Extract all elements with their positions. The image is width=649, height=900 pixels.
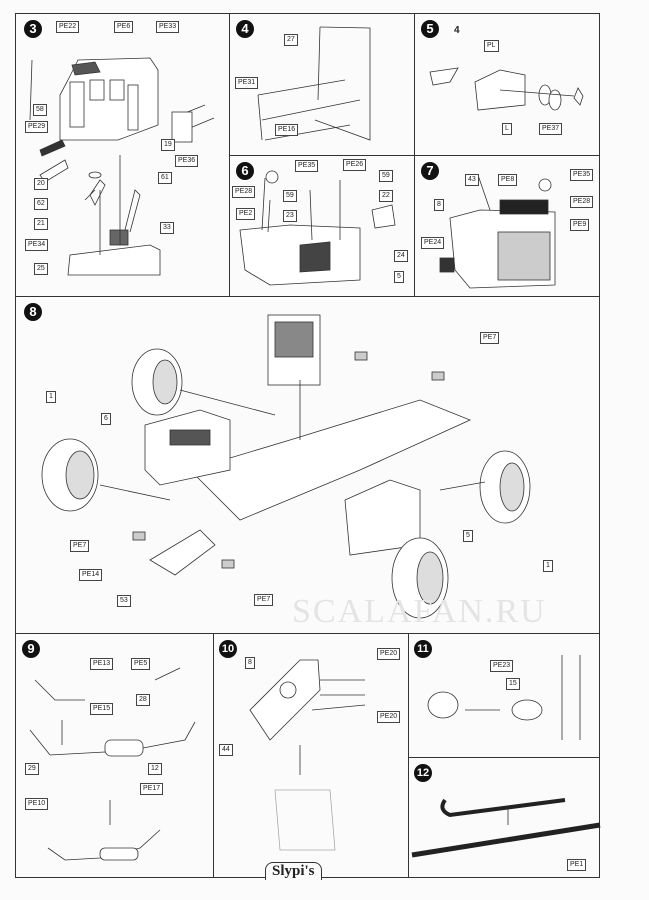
- part-label: 6: [101, 413, 111, 425]
- watermark: SCALAFAN.RU: [292, 593, 547, 630]
- engine-cover-drawing: [239, 170, 396, 286]
- part-label: 61: [158, 172, 172, 184]
- part-label: 20: [34, 178, 48, 190]
- part-label: 19: [161, 139, 175, 151]
- part-label: 33: [160, 222, 174, 234]
- part-label: PE6: [114, 21, 134, 33]
- part-label: PE10: [25, 798, 49, 810]
- part-label: PE17: [140, 783, 164, 795]
- part-label: 1: [543, 560, 553, 572]
- part-label: 8: [245, 657, 255, 669]
- part-label: PE34: [25, 239, 49, 251]
- part-label: PE7: [254, 594, 274, 606]
- part-label: PE20: [377, 711, 401, 723]
- chassis-drawing: [41, 314, 531, 619]
- part-label: PE33: [156, 21, 180, 33]
- part-label: PL: [484, 40, 499, 52]
- part-label: 21: [34, 218, 48, 230]
- part-label: 29: [25, 763, 39, 775]
- part-label: 22: [379, 190, 393, 202]
- step-10-badge: 10: [219, 640, 237, 658]
- step-4-badge: 4: [236, 20, 254, 38]
- control-panel-drawing: [249, 659, 366, 851]
- part-label: PE14: [79, 569, 103, 581]
- part-label: PE31: [235, 77, 259, 89]
- part-label: PE37: [539, 123, 563, 135]
- part-label: 44: [219, 744, 233, 756]
- step-9-badge: 9: [22, 640, 40, 658]
- part-label: PE9: [570, 219, 590, 231]
- part-label: 23: [283, 210, 297, 222]
- step-8-badge: 8: [24, 303, 42, 321]
- part-label: PE20: [377, 648, 401, 660]
- part-label: PE35: [295, 160, 319, 172]
- seat-drawing: [427, 655, 581, 740]
- part-label: PE5: [131, 658, 151, 670]
- part-label: PE26: [343, 159, 367, 171]
- light-box-drawing: [429, 67, 584, 111]
- part-label: PE16: [275, 124, 299, 136]
- part-label: 25: [34, 263, 48, 275]
- part-label: PE13: [90, 658, 114, 670]
- part-label: 59: [283, 190, 297, 202]
- part-label: PE7: [480, 332, 500, 344]
- part-label: PE28: [570, 196, 594, 208]
- part-label: 24: [394, 250, 408, 262]
- exhaust-drawing: [29, 667, 196, 861]
- part-label: PE23: [490, 660, 514, 672]
- part-label: L: [502, 123, 512, 135]
- part-label: 53: [117, 595, 131, 607]
- part-label: PE7: [70, 540, 90, 552]
- frame-drawing: [257, 26, 371, 141]
- cab-drawing: [29, 57, 215, 276]
- cable-chain-drawing: [411, 798, 601, 858]
- part-label: PE24: [421, 237, 445, 249]
- part-label: PE15: [90, 703, 114, 715]
- part-label: PE2: [236, 208, 256, 220]
- part-label: 43: [465, 174, 479, 186]
- part-label: 5: [463, 530, 473, 542]
- part-label: 58: [33, 104, 47, 116]
- step-11-badge: 11: [414, 640, 432, 658]
- part-label: 59: [379, 170, 393, 182]
- step-12-panel: [408, 757, 600, 878]
- part-label: 1: [46, 391, 56, 403]
- part-label: 28: [136, 694, 150, 706]
- part-label: 5: [394, 271, 404, 283]
- step-12-badge: 12: [414, 764, 432, 782]
- part-label: PE8: [498, 174, 518, 186]
- part-label: PE22: [56, 21, 80, 33]
- step-3-badge: 3: [24, 20, 42, 38]
- step-5-badge: 5: [421, 20, 439, 38]
- part-label: PE36: [175, 155, 199, 167]
- part-label: 62: [34, 198, 48, 210]
- part-label: PE1: [567, 859, 587, 871]
- part-label: 4: [452, 24, 462, 37]
- part-label: 27: [284, 34, 298, 46]
- step-7-badge: 7: [421, 162, 439, 180]
- step-6-badge: 6: [236, 162, 254, 180]
- part-label: 15: [506, 678, 520, 690]
- part-label: PE28: [232, 186, 256, 198]
- part-label: PE35: [570, 169, 594, 181]
- part-label: PE29: [25, 121, 49, 133]
- radiator-drawing: [439, 174, 556, 289]
- part-label: 8: [434, 199, 444, 211]
- brand-logo: Slypi's: [265, 862, 322, 880]
- part-label: 12: [148, 763, 162, 775]
